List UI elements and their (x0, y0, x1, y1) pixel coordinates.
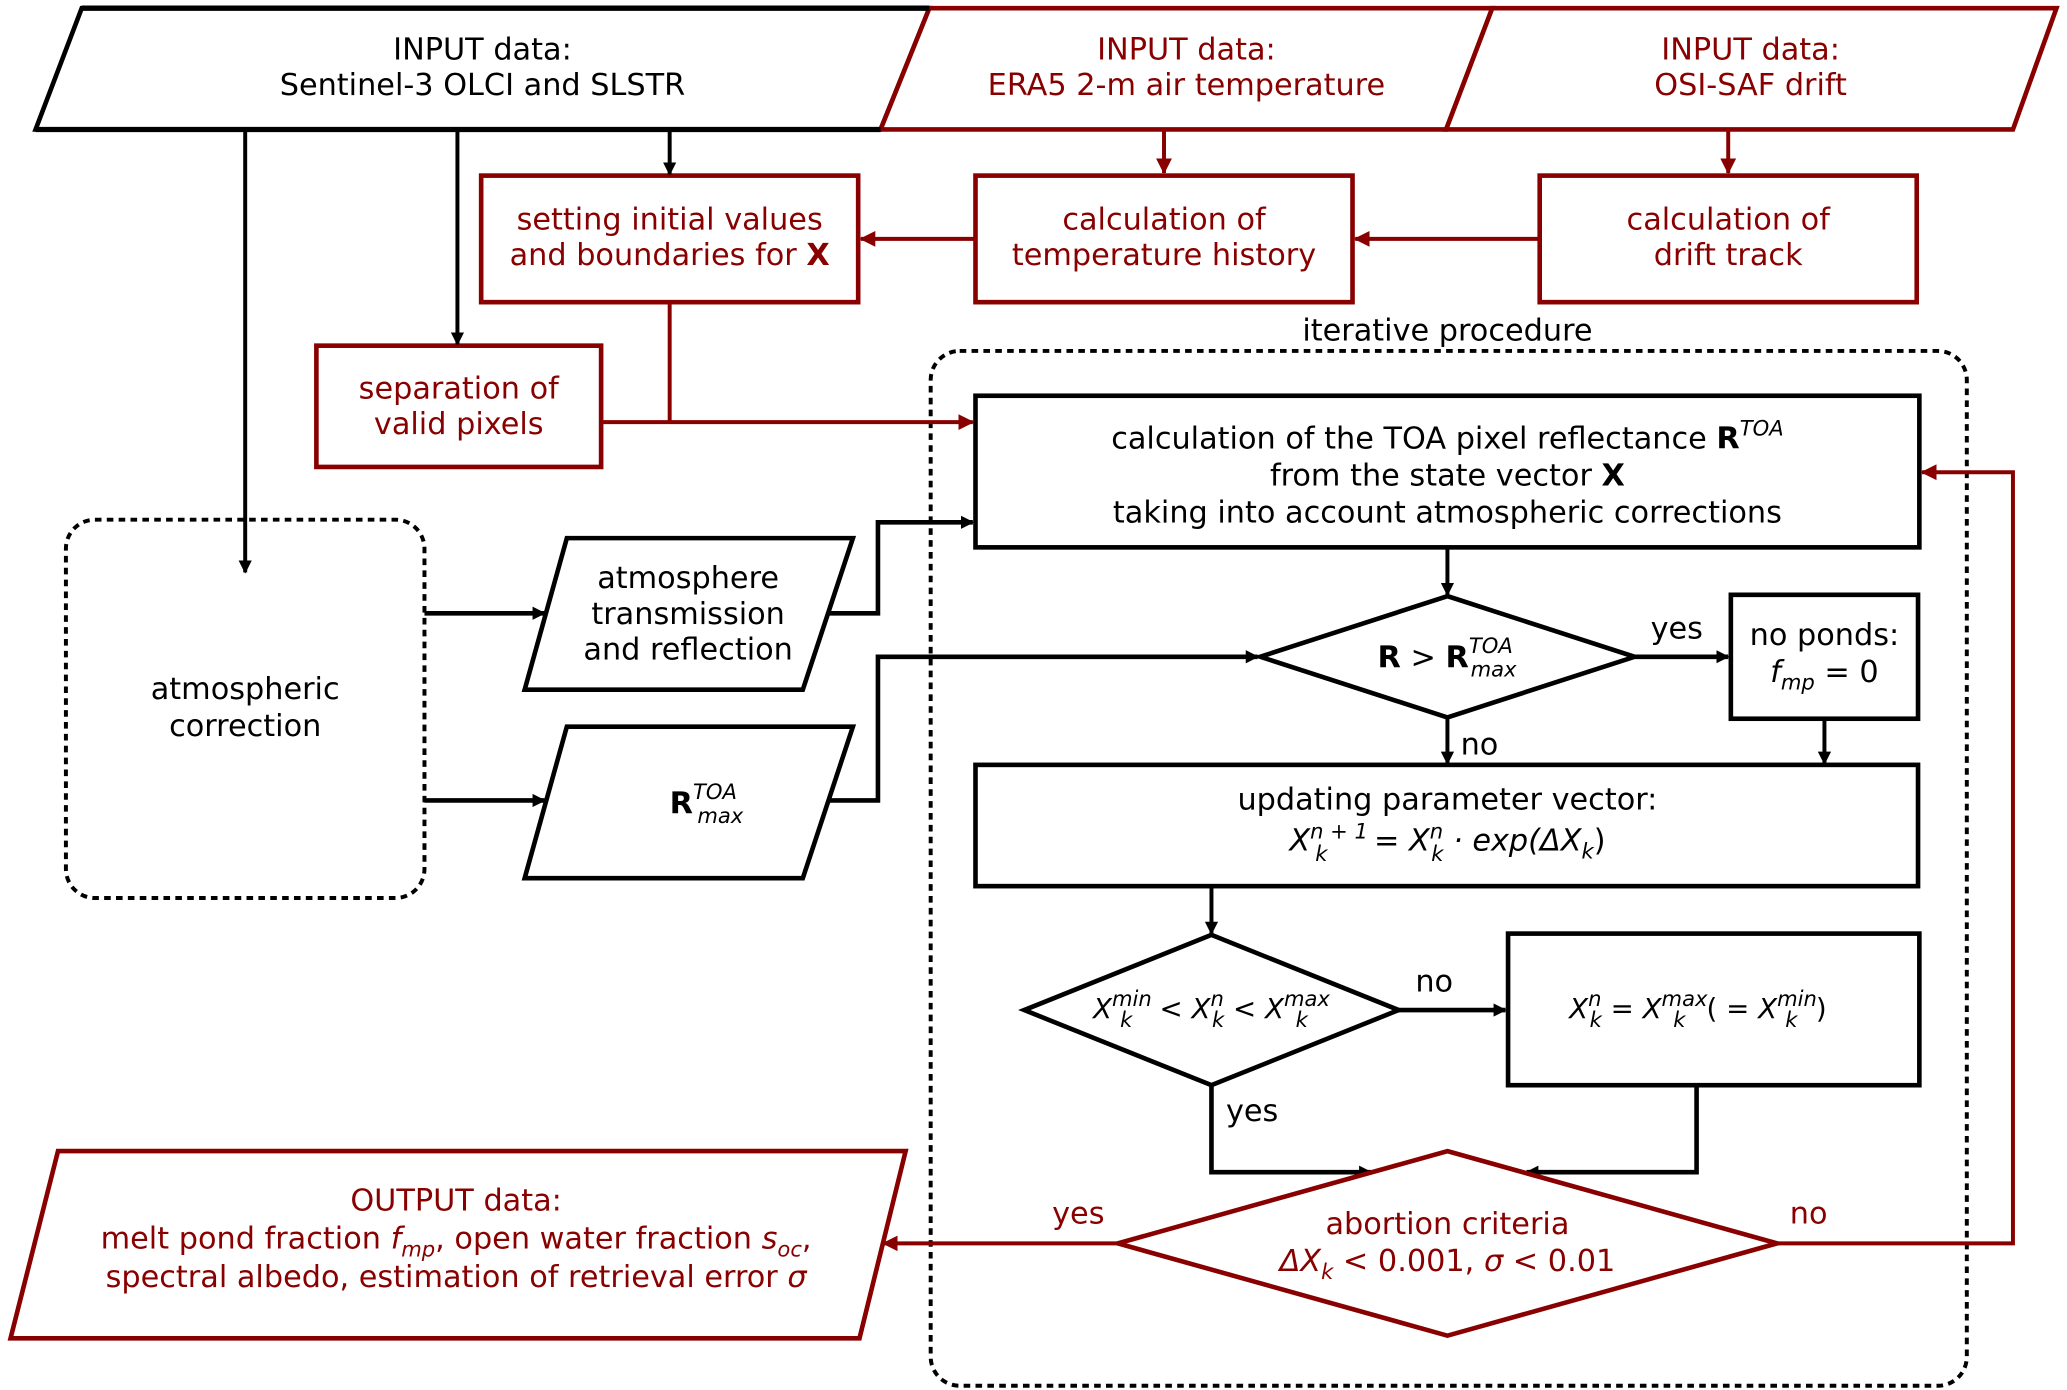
atmospheric-correction-label-2: correction (169, 709, 321, 744)
abortion-line2: ΔXk < 0.001, σ < 0.01 (1278, 1244, 1616, 1284)
separation-line1: separation of (359, 371, 560, 406)
iterative-procedure-label: iterative procedure (1302, 313, 1592, 348)
output-line3: spectral albedo, estimation of retrieval… (106, 1260, 808, 1295)
rmax-shape (521, 724, 857, 881)
atmospheric-correction-label-1: atmospheric (151, 672, 340, 707)
arrow-clamp-to-abortion (1525, 1085, 1699, 1179)
input-osisaf-shape (1442, 5, 2060, 132)
drift-track-box (1537, 173, 1920, 305)
no-ponds-line1: no ponds: (1750, 618, 1900, 653)
yes-label-2: yes (1226, 1094, 1278, 1129)
drift-track-line2: drift track (1654, 238, 1803, 273)
abortion-line1: abortion criteria (1325, 1207, 1569, 1242)
input-era5-source: ERA5 2-m air temperature (988, 68, 1385, 103)
input-osisaf-source: OSI-SAF drift (1654, 68, 1847, 103)
arrow-trans-to-toa (827, 515, 975, 616)
toa-line3: taking into account atmospheric correcti… (1113, 495, 1782, 530)
temperature-history-line2: temperature history (1012, 238, 1316, 273)
atmosphere-transmission-shape (521, 535, 857, 693)
updating-parameter-box (973, 762, 1921, 889)
toa-line2: from the state vector X (1270, 458, 1625, 493)
atm-trans-line3: and reflection (583, 632, 792, 667)
separation-valid-pixels-box (314, 343, 604, 470)
setting-initial-values-line1: setting initial values (517, 203, 823, 238)
no-label-2: no (1415, 965, 1453, 1000)
setting-initial-values-line2: and boundaries for X (510, 238, 830, 273)
arrow-abortion-no-loop (1776, 464, 2015, 1246)
arrow-rmax-to-decision (827, 650, 1259, 803)
setting-initial-values-box (478, 173, 861, 305)
yes-label-1: yes (1651, 611, 1703, 646)
no-label-3: no (1790, 1197, 1828, 1232)
yes-label-3: yes (1052, 1197, 1104, 1232)
separation-line2: valid pixels (374, 407, 544, 442)
toa-line1: calculation of the TOA pixel reflectance… (1111, 415, 1783, 456)
no-label-1: no (1461, 727, 1499, 762)
iterative-procedure-container (928, 348, 1969, 1388)
clamp-box (1505, 931, 1922, 1088)
arrow-bounds-yes (1209, 1085, 1373, 1179)
updating-line1: updating parameter vector: (1237, 783, 1657, 818)
input-sentinel-title: INPUT data: (393, 33, 572, 68)
abortion-criteria-diamond (1109, 1148, 1786, 1339)
drift-track-line1: calculation of (1627, 203, 1832, 238)
output-line2: melt pond fraction fmp, open water fract… (101, 1222, 812, 1262)
input-sentinel-source: Sentinel-3 OLCI and SLSTR (280, 68, 685, 103)
temperature-history-line1: calculation of (1062, 203, 1267, 238)
input-osisaf-title: INPUT data: (1661, 33, 1840, 68)
output-line1: OUTPUT data: (350, 1183, 562, 1218)
toa-calculation-box (973, 393, 1922, 550)
output-data-shape (7, 1148, 909, 1341)
atm-trans-line2: transmission (591, 597, 785, 632)
input-era5-title: INPUT data: (1097, 33, 1276, 68)
atm-trans-line1: atmosphere (597, 561, 779, 596)
